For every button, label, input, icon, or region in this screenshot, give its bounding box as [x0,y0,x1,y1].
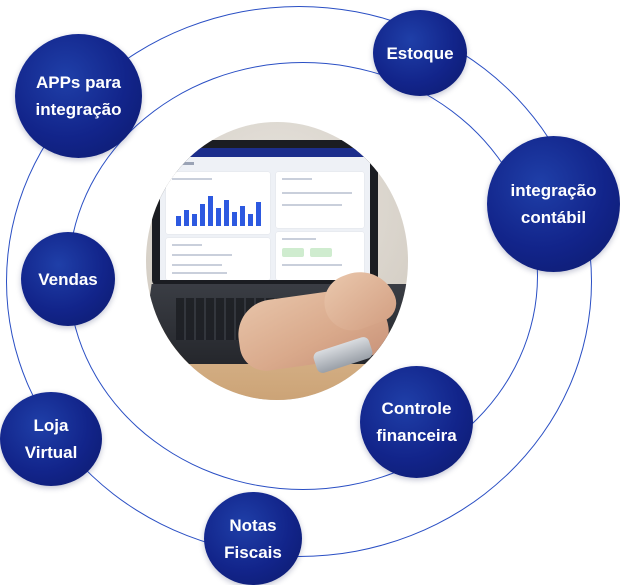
status-pill [282,248,304,257]
card-text-line [172,272,227,274]
dashboard-screenshot [160,148,370,280]
chart-bar [232,212,237,226]
bubble-label-line: integração [510,181,597,200]
card-heading-line [172,244,202,246]
integracao-contabil-bubble: integração contábil [487,136,620,272]
revenue-chart-card [166,172,270,234]
chart-bar [192,214,197,226]
estoque-bubble: Estoque [373,10,467,96]
bubble-label-line: Notas [229,515,277,535]
bubble-label-line: APPs para [35,73,122,92]
card-text-line [282,204,342,206]
bubble-label-line: Virtual [24,443,78,462]
bubble-label-line: Controle [381,399,452,418]
card-text-line [282,192,352,194]
card-text-line [172,264,222,266]
card-text-line [172,254,232,256]
chart-bar [216,208,221,226]
notas-fiscais-bubble: Notas Fiscais [204,492,302,585]
agenda-list-card [166,238,270,280]
bubble-label-line: integração [35,100,122,119]
bubble-label-line: Estoque [386,43,454,63]
status-pill [310,248,332,257]
chart-bar [208,196,213,226]
chart-bar [224,200,229,226]
bubble-label-line: financeira [376,426,457,445]
shortcuts-card [276,172,364,228]
chart-bar [184,210,189,226]
card-heading-line [282,178,312,180]
chart-bar [176,216,181,226]
card-text-line [282,264,342,266]
laptop-screen [152,140,378,286]
chart-bar [240,206,245,226]
chart-bar [256,202,261,226]
card-heading-line [172,178,212,180]
chart-bar [200,204,205,226]
vendas-bubble: Vendas [21,232,115,326]
bubble-label-line: Fiscais [224,542,282,562]
controle-financeira-bubble: Controle financeira [360,366,473,478]
laptop-dashboard-photo [146,122,408,400]
card-heading-line [282,238,316,240]
loja-virtual-bubble: Loja Virtual [0,392,102,486]
chart-bar [248,214,253,226]
app-page-title-placeholder [168,162,194,165]
financial-summary-card [276,232,364,280]
bubble-label-line: contábil [520,208,587,227]
apps-integracao-bubble: APPs para integração [15,34,142,158]
bubble-label-line: Loja [33,416,69,435]
outer-orbit-ring [6,6,592,557]
bubble-label-line: Vendas [38,269,98,289]
app-top-nav [160,148,370,157]
